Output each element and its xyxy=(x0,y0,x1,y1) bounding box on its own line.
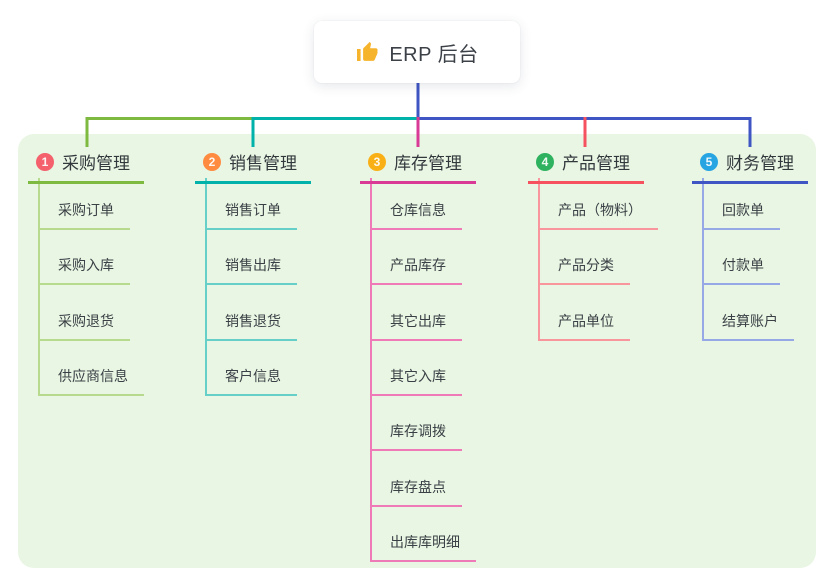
branch-badge: 5 xyxy=(700,152,718,171)
branch-stem-line xyxy=(370,178,372,562)
child-node[interactable]: 产品单位 xyxy=(538,309,630,341)
child-node[interactable]: 仓库信息 xyxy=(370,198,462,230)
branch-title: 产品管理 xyxy=(562,154,630,173)
child-node[interactable]: 采购入库 xyxy=(38,253,130,286)
branch-node-2[interactable]: 2 销售管理 xyxy=(195,149,311,184)
child-node[interactable]: 采购订单 xyxy=(38,198,130,230)
branch-badge: 2 xyxy=(203,152,221,171)
branch-node-1[interactable]: 1 采购管理 xyxy=(28,149,144,184)
branch-node-5[interactable]: 5 财务管理 xyxy=(692,149,808,184)
branch-title: 库存管理 xyxy=(394,154,462,173)
branch-stem-line xyxy=(205,178,207,396)
child-node[interactable]: 供应商信息 xyxy=(38,364,144,396)
child-node[interactable]: 产品（物料） xyxy=(538,198,658,230)
root-node[interactable]: ERP 后台 xyxy=(314,21,520,83)
branch-title: 销售管理 xyxy=(229,154,297,173)
child-node[interactable]: 采购退货 xyxy=(38,309,130,341)
child-node[interactable]: 销售订单 xyxy=(205,198,297,230)
branch-stem-line xyxy=(538,178,540,341)
branch-stem-line xyxy=(38,178,40,396)
child-node[interactable]: 产品分类 xyxy=(538,253,630,286)
child-node[interactable]: 销售出库 xyxy=(205,253,297,286)
branch-badge: 4 xyxy=(536,152,554,171)
branch-title: 财务管理 xyxy=(726,154,794,173)
child-node[interactable]: 库存盘点 xyxy=(370,475,462,507)
child-node[interactable]: 回款单 xyxy=(702,198,780,230)
child-node[interactable]: 销售退货 xyxy=(205,309,297,341)
branch-title: 采购管理 xyxy=(62,154,130,173)
branch-badge: 1 xyxy=(36,152,54,171)
branch-stem-line xyxy=(702,178,704,341)
child-node[interactable]: 付款单 xyxy=(702,253,780,286)
branch-badge: 3 xyxy=(368,152,386,171)
branch-node-3[interactable]: 3 库存管理 xyxy=(360,149,476,184)
child-node[interactable]: 客户信息 xyxy=(205,364,297,396)
child-node[interactable]: 结算账户 xyxy=(702,309,794,341)
child-node[interactable]: 出库库明细 xyxy=(370,530,476,562)
child-node[interactable]: 库存调拨 xyxy=(370,419,462,452)
child-node[interactable]: 其它入库 xyxy=(370,364,462,396)
branch-node-4[interactable]: 4 产品管理 xyxy=(528,149,644,184)
mindmap-panel xyxy=(18,134,816,568)
root-node-label: ERP 后台 xyxy=(389,43,479,66)
child-node[interactable]: 其它出库 xyxy=(370,309,462,341)
thumbs-up-icon xyxy=(357,42,378,61)
child-node[interactable]: 产品库存 xyxy=(370,253,462,286)
